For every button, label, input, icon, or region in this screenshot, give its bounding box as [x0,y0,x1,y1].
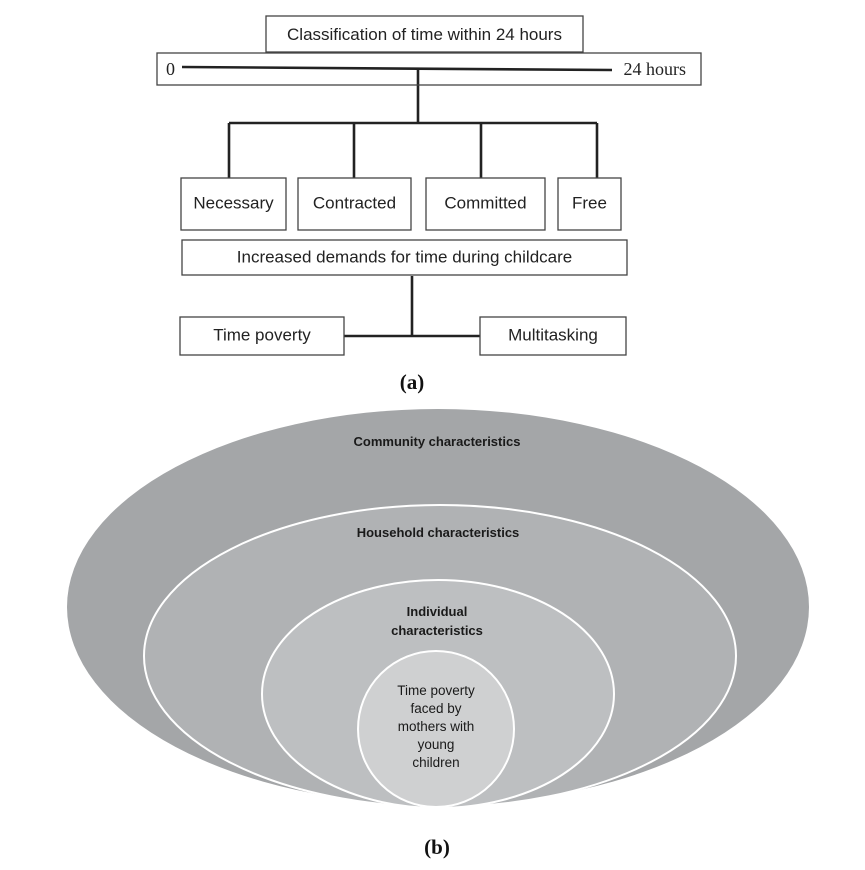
individual-label-line-1: Individual [407,604,468,619]
center-label-line-5: children [412,755,459,770]
household-label: Household characteristics [357,525,520,540]
center-label-line-4: young [418,737,455,752]
community-label: Community characteristics [354,434,521,449]
demands-text: Increased demands for time during childc… [237,247,572,266]
demands-box [181,239,628,276]
center-label-line-1: Time poverty [397,683,475,698]
outcome-box-time-poverty [179,316,345,356]
individual-label-line-2: characteristics [391,623,483,638]
timeline-start: 0 [166,59,175,79]
category-necessary: Necessary [193,193,274,212]
panel-b: Community characteristics Household char… [67,409,809,859]
category-box-free [557,177,622,231]
outcome-time-poverty: Time poverty [213,325,311,344]
panel-b-label: (b) [424,835,450,859]
category-committed: Committed [444,193,526,212]
outcome-multitasking: Multitasking [508,325,598,344]
category-contracted: Contracted [313,193,396,212]
category-box-necessary [180,177,287,231]
timeline-box [156,52,702,86]
timeline-line [181,65,613,72]
title-box [265,15,584,53]
timeline-end: 24 hours [624,59,687,79]
category-free: Free [572,193,607,212]
panel-a-label: (a) [400,370,425,394]
center-label-line-3: mothers with [398,719,475,734]
category-box-committed [425,177,546,231]
center-label-line-2: faced by [410,701,461,716]
panel-a: Classification of time within 24 hours 0… [156,15,702,394]
diagram-title: Classification of time within 24 hours [287,25,562,44]
center-circle [357,650,515,808]
category-box-contracted [297,177,412,231]
outcome-box-multitasking [479,316,627,356]
